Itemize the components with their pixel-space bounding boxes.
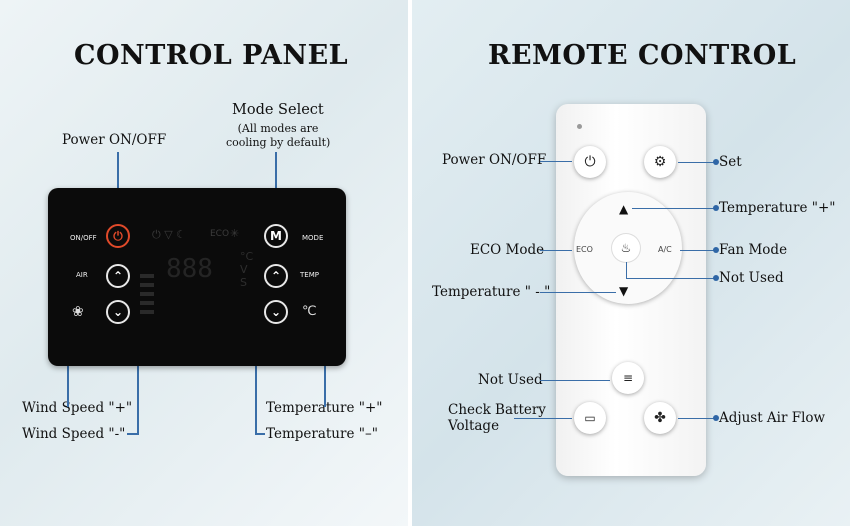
thermometer-icon: ℃ — [302, 304, 317, 319]
leader-remote-fan — [680, 250, 716, 251]
label-remote-not-used-1: Not Used — [719, 270, 784, 286]
chevron-up-icon: ⌃ — [112, 269, 124, 283]
leader-remote-temp-minus — [540, 292, 616, 293]
panel-mode-icons: ⏻ ▽ ☾ — [152, 228, 187, 241]
leader-power — [117, 152, 119, 222]
leader-remote-eco — [540, 250, 572, 251]
label-mode-note: (All modes are cooling by default) — [226, 122, 330, 150]
label-wind-speed-minus: Wind Speed "-" — [22, 426, 126, 442]
fan-icon: ❀ — [72, 304, 84, 320]
lamp-icon: ♨ — [620, 241, 632, 255]
label-power-onoff: Power ON/OFF — [62, 132, 167, 148]
label-wind-speed-plus: Wind Speed "+" — [22, 400, 133, 416]
leader-remote-power — [540, 161, 572, 162]
section-divider — [408, 0, 412, 526]
label-remote-fan-mode: Fan Mode — [719, 242, 788, 258]
remote-eco-button[interactable]: ECO — [576, 245, 593, 254]
dot-not-used-1 — [713, 275, 719, 281]
panel-label-temp: TEMP — [300, 271, 319, 279]
mode-note-line-2: cooling by default) — [226, 136, 331, 149]
chevron-up-icon: ⌃ — [270, 269, 282, 283]
segment-display: 888 — [166, 254, 213, 284]
leader-remote-temp-plus — [632, 208, 716, 209]
leader-wind-minus-v — [137, 316, 139, 434]
leader-wind-minus-h — [127, 433, 139, 435]
check-battery-line-1: Check Battery — [448, 402, 546, 418]
leader-remote-not-used-2 — [540, 380, 610, 381]
dot-set — [713, 159, 719, 165]
panel-mode-button[interactable]: M — [264, 224, 288, 248]
dot-temp-plus — [713, 205, 719, 211]
leader-mode — [275, 152, 277, 222]
remote-louver-button[interactable]: ≡ — [612, 362, 644, 394]
fan-speed-bars — [140, 252, 154, 314]
label-remote-check-battery: Check Battery Voltage — [448, 402, 546, 434]
battery-icon: ▭ — [584, 411, 596, 425]
label-remote-temp-minus: Temperature " - " — [432, 284, 551, 300]
label-remote-not-used-2: Not Used — [478, 372, 543, 388]
panel-label-air: AIR — [76, 271, 88, 279]
panel-eco-indicator: ECO — [210, 229, 230, 239]
chevron-down-icon: ⌄ — [112, 305, 124, 319]
panel-label-mode: MODE — [302, 234, 324, 242]
label-temperature-minus: Temperature "–" — [266, 426, 378, 442]
led-indicator — [577, 124, 582, 129]
panel-wind-up-button[interactable]: ⌃ — [106, 264, 130, 288]
chevron-down-icon: ⌄ — [270, 305, 282, 319]
remote-control-title: REMOTE CONTROL — [488, 40, 797, 71]
label-remote-power: Power ON/OFF — [442, 152, 547, 168]
label-remote-temp-plus: Temperature "+" — [719, 200, 836, 216]
dot-airflow — [713, 415, 719, 421]
leader-remote-set — [678, 162, 716, 163]
fan-icon: ✤ — [654, 410, 666, 426]
control-panel-title: CONTROL PANEL — [74, 40, 349, 71]
label-remote-set: Set — [719, 154, 742, 170]
control-panel: ON/OFF ⏻ ⏻ ▽ ☾ ECO ✳ M MODE AIR ⌃ ⌄ ❀ 88… — [48, 188, 346, 366]
leader-temp-minus-v — [255, 316, 257, 434]
label-remote-eco: ECO Mode — [470, 242, 545, 258]
remote-temp-down-button[interactable]: ▼ — [619, 284, 629, 298]
label-temperature-plus: Temperature "+" — [266, 400, 383, 416]
power-icon: ⏻ — [584, 154, 596, 170]
panel-temp-down-button[interactable]: ⌄ — [264, 300, 288, 324]
leader-remote-not-used-1-h — [626, 278, 716, 279]
leader-remote-battery — [514, 418, 572, 419]
mode-note-line-1: (All modes are — [237, 122, 319, 135]
leader-temp-minus-h — [255, 433, 265, 435]
panel-temp-up-button[interactable]: ⌃ — [264, 264, 288, 288]
louver-icon: ≡ — [622, 371, 634, 385]
power-icon: ⏻ — [113, 228, 123, 243]
leader-remote-not-used-1-v — [626, 262, 627, 278]
dot-fan — [713, 247, 719, 253]
panel-label-onoff: ON/OFF — [70, 234, 97, 242]
panel-wind-down-button[interactable]: ⌄ — [106, 300, 130, 324]
remote-temp-up-button[interactable]: ▲ — [619, 202, 629, 216]
gear-icon: ⚙ — [653, 154, 667, 170]
remote-power-button[interactable]: ⏻ — [574, 146, 606, 178]
remote-set-button[interactable]: ⚙ — [644, 146, 676, 178]
label-mode-select: Mode Select — [232, 102, 324, 118]
remote-center-button[interactable]: ♨ — [612, 234, 640, 262]
panel-power-button[interactable]: ⏻ — [106, 224, 130, 248]
remote-battery-button[interactable]: ▭ — [574, 402, 606, 434]
leader-remote-airflow — [678, 418, 716, 419]
label-remote-adjust-air: Adjust Air Flow — [719, 410, 826, 426]
remote-ac-button[interactable]: A/C — [658, 245, 672, 254]
snowflake-icon: ✳ — [230, 227, 240, 240]
remote-airflow-button[interactable]: ✤ — [644, 402, 676, 434]
check-battery-line-2: Voltage — [448, 418, 500, 434]
